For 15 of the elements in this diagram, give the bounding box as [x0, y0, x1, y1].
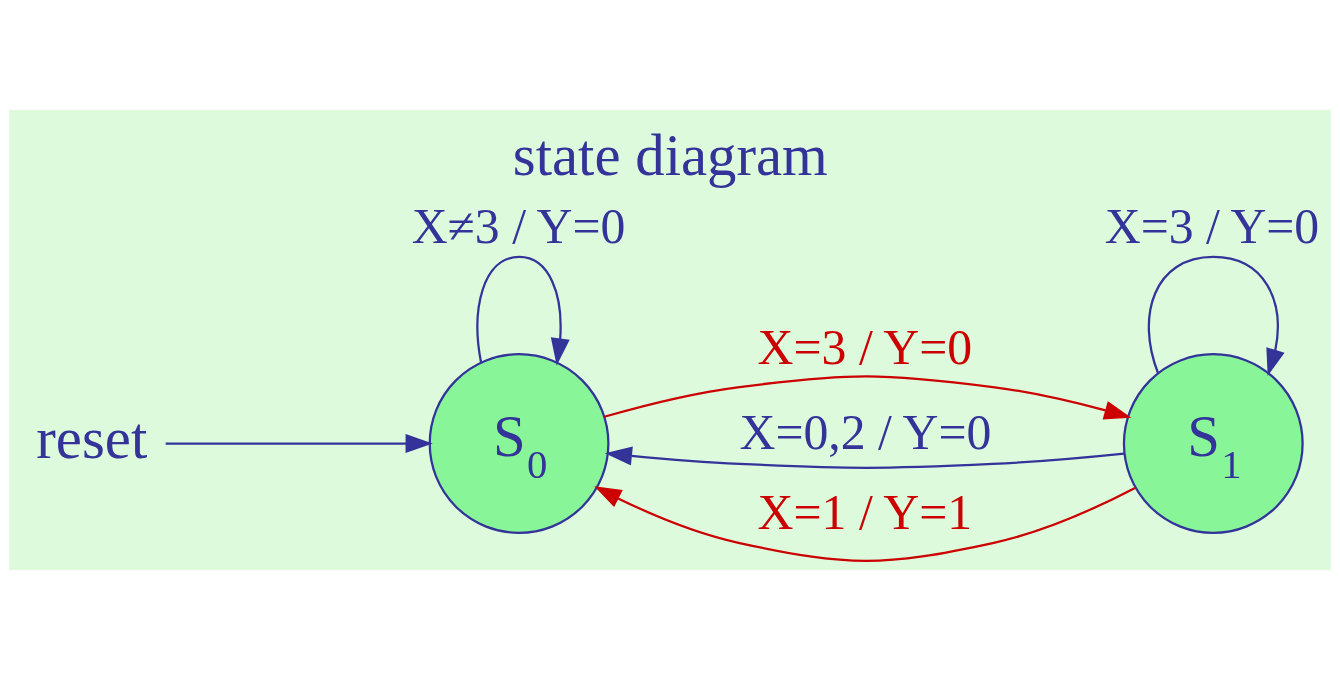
edge-label: X≠3 / Y=0 [411, 198, 626, 254]
arrow [476, 255, 570, 365]
edge-label: X=3 / Y=0 [757, 319, 973, 374]
arrow [1147, 255, 1285, 376]
diagram-title: state diagram [512, 122, 828, 188]
arrow [604, 445, 1125, 469]
node-circle: S$_{0}$ [428, 352, 610, 534]
edge-label: X=3 / Y=0 [1104, 198, 1320, 254]
node-text: reset [36, 405, 148, 471]
arrow [604, 374, 1132, 419]
node-circle: S$_{1}$ [1122, 352, 1304, 534]
edge-label: X=1 / Y=1 [757, 484, 973, 540]
edge-label: X=0,2 / Y=0 [739, 404, 992, 460]
arrow [165, 433, 433, 453]
arrow [594, 485, 1136, 562]
